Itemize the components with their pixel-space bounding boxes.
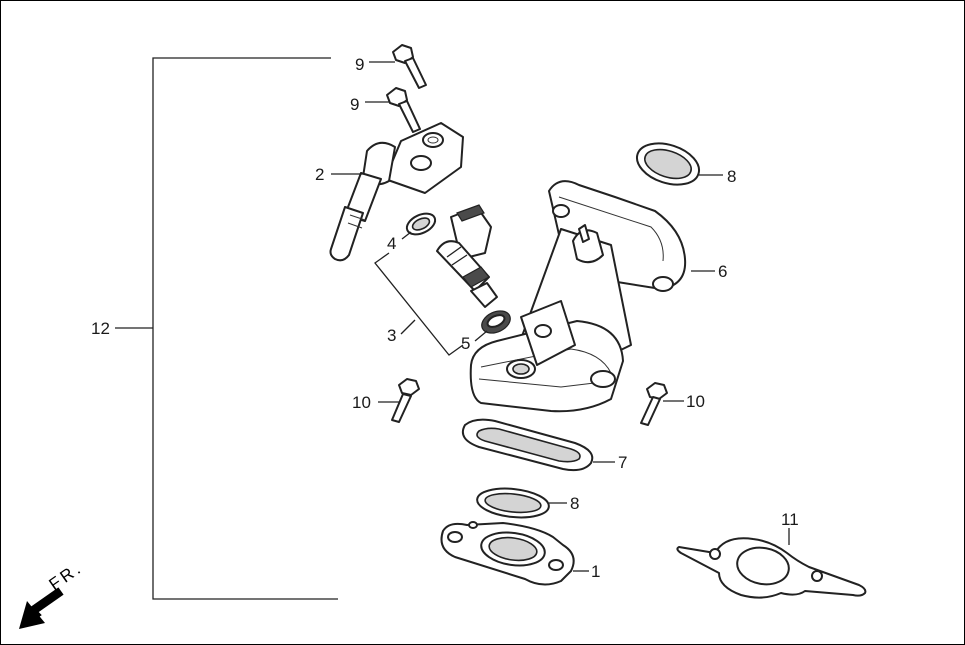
gasket-icon [461, 418, 615, 472]
fuel-injector-icon [436, 204, 498, 308]
callout-12: 12 [91, 319, 110, 338]
bolt-icon [365, 87, 421, 133]
callout-3: 3 [387, 326, 397, 345]
callout-5: 5 [461, 334, 471, 353]
bolt-icon [378, 378, 420, 423]
callout-7: 7 [618, 453, 628, 472]
callout-9-bottom: 9 [350, 95, 360, 114]
callout-10-left: 10 [352, 393, 371, 412]
callout-2: 2 [315, 165, 325, 184]
gasket-icon [676, 528, 867, 599]
callout-1: 1 [591, 562, 601, 581]
front-direction-arrow-icon [19, 587, 64, 629]
bolt-icon [369, 44, 427, 89]
callout-8-bottom: 8 [570, 494, 580, 513]
callout-11: 11 [781, 510, 799, 529]
seal-ring-icon [474, 310, 511, 342]
callout-9-top: 9 [355, 55, 365, 74]
o-ring-icon [476, 487, 567, 519]
o-ring-icon [636, 142, 723, 186]
assembly-bracket-icon [115, 57, 338, 600]
injector-callout-bracket [374, 252, 464, 356]
mounting-flange-icon [440, 521, 589, 586]
bolt-icon [640, 382, 684, 426]
fuel-rail-icon [329, 122, 464, 262]
callout-8-top: 8 [727, 167, 737, 186]
callout-6: 6 [718, 262, 728, 281]
callout-10-right: 10 [686, 392, 705, 411]
o-ring-icon [401, 212, 437, 240]
throttle-body-icon [469, 180, 715, 413]
callout-4: 4 [387, 234, 397, 253]
